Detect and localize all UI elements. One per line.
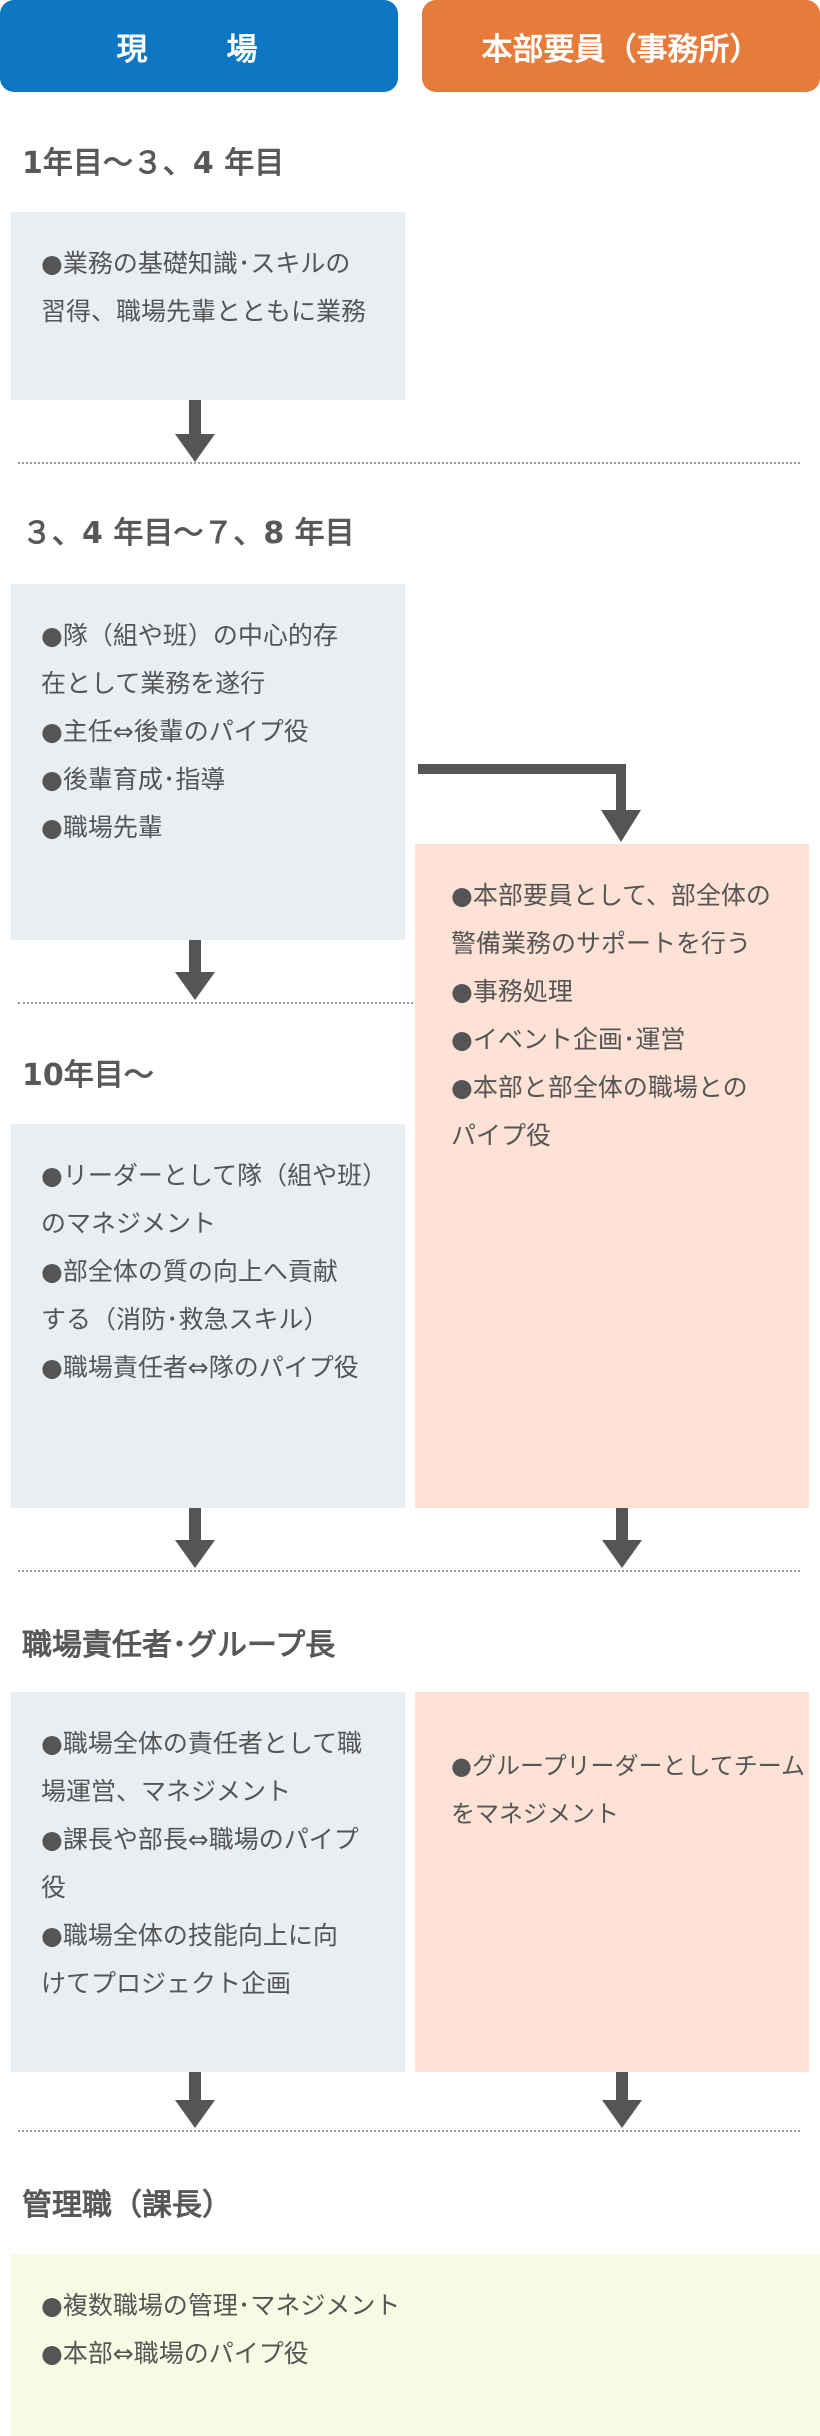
honbu-column-header: 本部要員（事務所） [422, 0, 820, 92]
box-line: ●事務処理 [451, 977, 573, 1006]
box-line: ●部全体の質の向上へ貢献 [41, 1257, 338, 1286]
box-line: ●主任⇔後輩のパイプ役 [41, 717, 309, 746]
stage-divider [18, 2130, 800, 2132]
honbu-support-box: ●本部要員として、部全体の 警備業務のサポートを行う ●事務処理 ●イベント企画… [415, 844, 809, 1508]
box-line: 場運営、マネジメント [41, 1777, 292, 1806]
box-line: パイプ役 [451, 1121, 552, 1150]
box-line: ●グループリーダーとしてチーム [451, 1752, 806, 1780]
stage-4-honbu-box: ●グループリーダーとしてチーム をマネジメント [415, 1692, 809, 2072]
box-line: けてプロジェクト企画 [41, 1969, 292, 1998]
box-line: 在として業務を遂行 [41, 669, 266, 698]
box-line: ●本部⇔職場のパイプ役 [41, 2339, 309, 2368]
down-arrow-icon [175, 1508, 215, 1568]
box-line: ●課長や部長⇔職場のパイプ [41, 1825, 359, 1854]
stage-divider [18, 462, 800, 464]
box-line: ●職場先輩 [41, 813, 163, 842]
box-line: ●リーダーとして隊（組や班） [41, 1161, 388, 1190]
stage-1-title: 1年目〜３、4 年目 [22, 146, 285, 181]
box-line: ●本部要員として、部全体の [451, 881, 771, 910]
stage-3-title: 10年目〜 [22, 1058, 154, 1093]
stage-4-title: 職場責任者･グループ長 [22, 1628, 336, 1663]
stage-divider [18, 1570, 800, 1572]
box-line: ●職場全体の技能向上に向 [41, 1921, 338, 1950]
stage-3-genba-box: ●リーダーとして隊（組や班） のマネジメント ●部全体の質の向上へ貢献 する（消… [11, 1124, 405, 1508]
box-line: ●職場責任者⇔隊のパイプ役 [41, 1353, 359, 1382]
genba-column-header: 現 場 [0, 0, 398, 92]
box-line: ●後輩育成･指導 [41, 765, 226, 794]
down-arrow-icon [175, 400, 215, 462]
stage-4-genba-box: ●職場全体の責任者として職 場運営、マネジメント ●課長や部長⇔職場のパイプ 役… [11, 1692, 405, 2072]
box-line: ●本部と部全体の職場との [451, 1073, 748, 1102]
down-arrow-icon [175, 2072, 215, 2128]
stage-5-title: 管理職（課長） [22, 2188, 232, 2223]
box-line: ●隊（組や班）の中心的存 [41, 621, 338, 650]
stage-divider [18, 1002, 413, 1004]
elbow-arrow-icon [418, 764, 641, 842]
box-line: 警備業務のサポートを行う [451, 929, 752, 958]
down-arrow-icon [175, 940, 215, 1000]
down-arrow-icon [602, 1508, 642, 1568]
stage-1-genba-box: ●業務の基礎知識･スキルの 習得、職場先輩とともに業務 [11, 212, 405, 400]
stage-2-title: ３、4 年目〜７、8 年目 [22, 516, 355, 551]
down-arrow-icon [602, 2072, 642, 2128]
box-line: 役 [41, 1873, 67, 1902]
box-line: ●イベント企画･運営 [451, 1025, 686, 1054]
box-line: ●業務の基礎知識･スキルの [41, 249, 351, 278]
box-line: 習得、職場先輩とともに業務 [41, 297, 367, 326]
box-line: のマネジメント [41, 1209, 217, 1238]
box-line: する（消防･救急スキル） [41, 1305, 329, 1334]
box-line: ●複数職場の管理･マネジメント [41, 2291, 401, 2320]
stage-5-box: ●複数職場の管理･マネジメント ●本部⇔職場のパイプ役 [11, 2254, 820, 2436]
box-line: ●職場全体の責任者として職 [41, 1729, 363, 1758]
box-line: をマネジメント [451, 1800, 619, 1828]
stage-2-genba-box: ●隊（組や班）の中心的存 在として業務を遂行 ●主任⇔後輩のパイプ役 ●後輩育成… [11, 584, 405, 940]
